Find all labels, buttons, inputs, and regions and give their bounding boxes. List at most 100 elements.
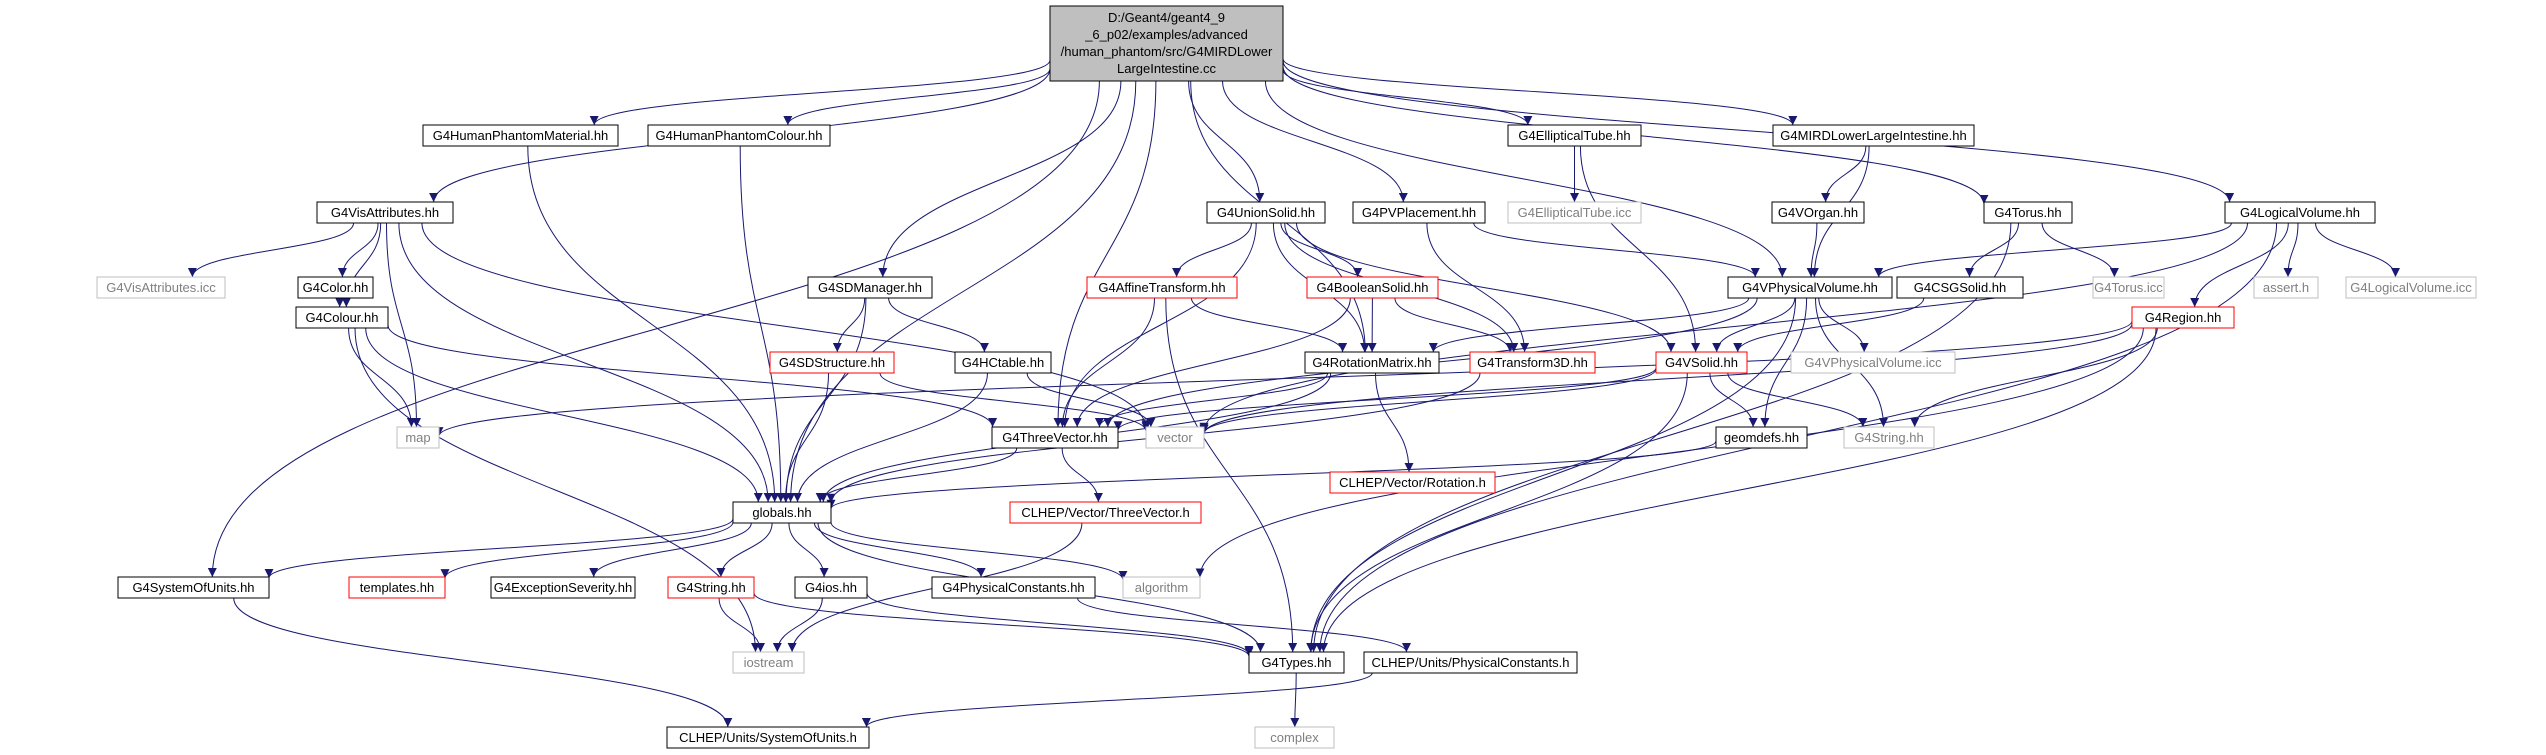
node-box	[297, 276, 374, 299]
node-label: G4VisAttributes.icc	[106, 280, 216, 295]
node-sysunits[interactable]: G4SystemOfUnits.hh	[117, 576, 270, 599]
node-visattr[interactable]: G4VisAttributes.hh	[316, 201, 454, 224]
node-clh3v[interactable]: CLHEP/Vector/ThreeVector.h	[1009, 501, 1202, 524]
node-templates[interactable]: templates.hh	[348, 576, 446, 599]
node-vphys[interactable]: G4VPhysicalVolume.hh	[1727, 276, 1893, 299]
node-clhphys[interactable]: CLHEP/Units/PhysicalConstants.h	[1363, 651, 1578, 674]
node-globals[interactable]: globals.hh	[732, 501, 832, 524]
edge-rotmat-clhrot	[1375, 372, 1414, 473]
node-logvol[interactable]: G4LogicalVolume.hh	[2224, 201, 2376, 224]
edge-visattr-color	[337, 222, 379, 278]
node-torus[interactable]: G4Torus.hh	[1983, 201, 2073, 224]
node-box	[1469, 351, 1596, 374]
node-box	[1352, 201, 1486, 224]
node-box	[1145, 426, 1205, 449]
node-label: G4Types.hh	[1261, 655, 1331, 670]
edge-pvpl-vphys	[1473, 222, 1760, 278]
edge-colour-threevec	[387, 325, 997, 428]
node-transf[interactable]: G4Transform3D.hh	[1469, 351, 1596, 374]
node-hpc[interactable]: G4HumanPhantomColour.hh	[647, 124, 831, 147]
edge-vsolid-geomdefs	[1709, 372, 1758, 428]
edge-vsolid-threevec	[1113, 367, 1657, 431]
node-g4ios[interactable]: G4ios.hh	[794, 576, 868, 599]
edge-colour-globals	[365, 327, 763, 503]
node-rotmat[interactable]: G4RotationMatrix.hh	[1304, 351, 1440, 374]
node-label: G4HumanPhantomColour.hh	[656, 128, 823, 143]
node-complex: complex	[1254, 726, 1335, 749]
node-label: G4SDStructure.hh	[779, 355, 885, 370]
node-label: G4Color.hh	[303, 280, 369, 295]
node-clhsys[interactable]: CLHEP/Units/SystemOfUnits.h	[666, 726, 870, 749]
node-csg[interactable]: G4CSGSolid.hh	[1896, 276, 2024, 299]
edge-pvpl-transf	[1426, 222, 1530, 353]
node-label: G4ios.hh	[805, 580, 857, 595]
edge-region-g4string1	[1910, 327, 2158, 428]
edge-root-sdman	[878, 80, 1122, 278]
edge-g4ios-types	[866, 593, 1254, 655]
node-geomdefs[interactable]: geomdefs.hh	[1715, 426, 1808, 449]
node-box	[667, 576, 755, 599]
node-clhrot[interactable]: CLHEP/Vector/Rotation.h	[1329, 471, 1496, 494]
edge-clhphys-clhsys	[862, 672, 1373, 728]
node-region[interactable]: G4Region.hh	[2131, 306, 2235, 329]
edge-logvol-region	[2190, 222, 2289, 308]
node-label: G4LogicalVolume.icc	[2350, 280, 2472, 295]
node-box	[647, 124, 831, 147]
edge-boolean-transf	[1394, 297, 1515, 353]
node-label: CLHEP/Units/PhysicalConstants.h	[1372, 655, 1570, 670]
node-affine[interactable]: G4AffineTransform.hh	[1086, 276, 1238, 299]
node-vsolid[interactable]: G4VSolid.hh	[1655, 351, 1748, 374]
root-node-label-line: LargeIntestine.cc	[1117, 61, 1217, 76]
edge-hctable-globals	[793, 372, 988, 503]
node-union[interactable]: G4UnionSolid.hh	[1206, 201, 1326, 224]
node-threevec[interactable]: G4ThreeVector.hh	[991, 426, 1119, 449]
node-box	[490, 576, 636, 599]
node-label: G4VPhysicalVolume.icc	[1804, 355, 1942, 370]
edge-g4ios-iostream	[772, 597, 823, 653]
edge-root-vphys	[1264, 80, 1787, 278]
node-boolean[interactable]: G4BooleanSolid.hh	[1306, 276, 1439, 299]
node-iostream: iostream	[732, 651, 805, 674]
node-box	[1843, 426, 1935, 449]
node-box	[348, 576, 446, 599]
node-sdstruct[interactable]: G4SDStructure.hh	[769, 351, 895, 374]
node-etube[interactable]: G4EllipticalTube.hh	[1507, 124, 1642, 147]
node-color[interactable]: G4Color.hh	[297, 276, 374, 299]
node-exsev[interactable]: G4ExceptionSeverity.hh	[490, 576, 636, 599]
edge-sdman-hctable	[888, 297, 989, 353]
node-label: G4Transform3D.hh	[1477, 355, 1588, 370]
node-hctable[interactable]: G4HCtable.hh	[954, 351, 1052, 374]
node-box	[422, 124, 619, 147]
edge-globals-g4ios	[788, 522, 829, 578]
node-mirdh[interactable]: G4MIRDLowerLargeIntestine.hh	[1772, 124, 1975, 147]
edge-vphys-rotmat	[1428, 297, 1750, 353]
edge-root-mirdh	[1282, 58, 1798, 126]
edge-geomdefs-globals	[826, 440, 1717, 510]
edge-hpm-globals	[527, 145, 780, 503]
edge-vphys-types	[1306, 297, 1797, 653]
node-label: iostream	[744, 655, 794, 670]
edge-root-hpc	[783, 68, 1051, 126]
node-label: CLHEP/Units/SystemOfUnits.h	[679, 730, 857, 745]
edge-csg-vsolid	[1733, 297, 1925, 353]
node-vphysicc: G4VPhysicalVolume.icc	[1790, 351, 1956, 374]
node-types[interactable]: G4Types.hh	[1248, 651, 1345, 674]
node-vorgan[interactable]: G4VOrgan.hh	[1771, 201, 1865, 224]
node-sdman[interactable]: G4SDManager.hh	[807, 276, 933, 299]
node-label: G4SDManager.hh	[818, 280, 922, 295]
node-box	[1507, 201, 1642, 224]
node-g4string2[interactable]: G4String.hh	[667, 576, 755, 599]
node-label: templates.hh	[360, 580, 434, 595]
edge-visattr-globals	[398, 222, 773, 503]
node-pvpl[interactable]: G4PVPlacement.hh	[1352, 201, 1486, 224]
node-physconst[interactable]: G4PhysicalConstants.hh	[931, 576, 1096, 599]
edge-globals-g4string2	[716, 522, 773, 578]
node-hpm[interactable]: G4HumanPhantomMaterial.hh	[422, 124, 619, 147]
node-box	[954, 351, 1052, 374]
node-colour[interactable]: G4Colour.hh	[295, 306, 389, 329]
edge-types-complex	[1290, 672, 1300, 728]
node-label: G4LogicalVolume.hh	[2240, 205, 2360, 220]
node-label: algorithm	[1135, 580, 1188, 595]
node-box	[1363, 651, 1578, 674]
node-label: G4EllipticalTube.icc	[1518, 205, 1632, 220]
